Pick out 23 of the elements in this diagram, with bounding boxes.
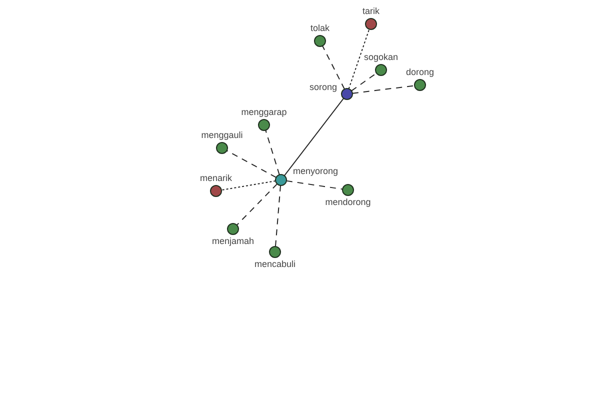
- node-label: tarik: [361, 6, 380, 17]
- connector-line: [274, 184, 282, 248]
- node-label: menggarap: [240, 107, 288, 118]
- node-label: mencabuli: [253, 259, 297, 270]
- node-label: menggauli: [200, 130, 244, 141]
- node-label: sorong: [308, 82, 337, 93]
- node-label: menyorong: [293, 166, 340, 177]
- connector-line: [351, 72, 377, 92]
- connector-line: [226, 150, 277, 178]
- connector-line: [322, 45, 345, 90]
- connector-line: [284, 98, 344, 176]
- connector-line: [348, 28, 370, 90]
- connector-line: [286, 180, 344, 190]
- node-label: tolak: [309, 23, 330, 34]
- node-label: mendorong: [324, 197, 372, 208]
- node-label: menjamah: [210, 236, 256, 247]
- connector-line: [220, 180, 276, 191]
- connector-line: [352, 85, 416, 94]
- node-label: sogokan: [362, 52, 400, 63]
- node-label: dorong: [404, 67, 436, 78]
- node-label: menarik: [198, 173, 233, 184]
- connector-line: [236, 183, 278, 226]
- connector-line: [265, 130, 280, 176]
